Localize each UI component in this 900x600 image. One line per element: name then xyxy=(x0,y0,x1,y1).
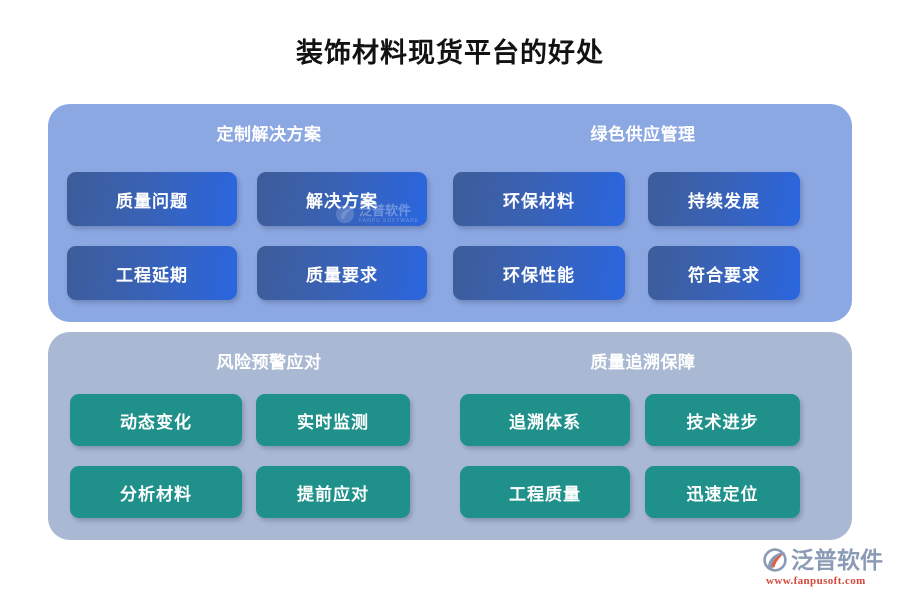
card-traceability-system[interactable]: 追溯体系 xyxy=(460,394,630,446)
card-dynamic-change[interactable]: 动态变化 xyxy=(70,394,242,446)
card-quality-issue[interactable]: 质量问题 xyxy=(67,172,237,226)
group-header-quality-traceability: 质量追溯保障 xyxy=(590,353,696,372)
brand-name: 泛普软件 xyxy=(791,547,883,573)
group-header-risk-warning: 风险预警应对 xyxy=(216,353,322,372)
card-advance-response[interactable]: 提前应对 xyxy=(256,466,410,518)
card-rapid-positioning[interactable]: 迅速定位 xyxy=(645,466,800,518)
page-title: 装饰材料现货平台的好处 xyxy=(296,38,604,68)
brand-logo-row: 泛普软件 xyxy=(762,546,890,574)
card-sustainable-development[interactable]: 持续发展 xyxy=(648,172,800,226)
card-project-delay[interactable]: 工程延期 xyxy=(67,246,237,300)
group-header-custom-solution: 定制解决方案 xyxy=(216,125,322,144)
fanpu-logo-icon xyxy=(763,548,787,572)
brand-url: www.fanpusoft.com xyxy=(766,575,866,587)
group-header-green-supply: 绿色供应管理 xyxy=(590,125,696,144)
card-analyze-material[interactable]: 分析材料 xyxy=(70,466,242,518)
card-realtime-monitoring[interactable]: 实时监测 xyxy=(256,394,410,446)
card-meets-requirement[interactable]: 符合要求 xyxy=(648,246,800,300)
card-solution[interactable]: 解决方案 xyxy=(257,172,427,226)
card-technical-progress[interactable]: 技术进步 xyxy=(645,394,800,446)
brand-logo: 泛普软件 www.fanpusoft.com xyxy=(762,546,890,590)
panel-customized-solutions: 定制解决方案 绿色供应管理 质量问题 解决方案 工程延期 质量要求 环保材料 持… xyxy=(48,104,852,322)
card-eco-performance[interactable]: 环保性能 xyxy=(453,246,625,300)
card-eco-material[interactable]: 环保材料 xyxy=(453,172,625,226)
card-quality-requirement[interactable]: 质量要求 xyxy=(257,246,427,300)
card-project-quality[interactable]: 工程质量 xyxy=(460,466,630,518)
panel-risk-and-traceability: 风险预警应对 质量追溯保障 动态变化 实时监测 分析材料 提前应对 追溯体系 技… xyxy=(48,332,852,540)
